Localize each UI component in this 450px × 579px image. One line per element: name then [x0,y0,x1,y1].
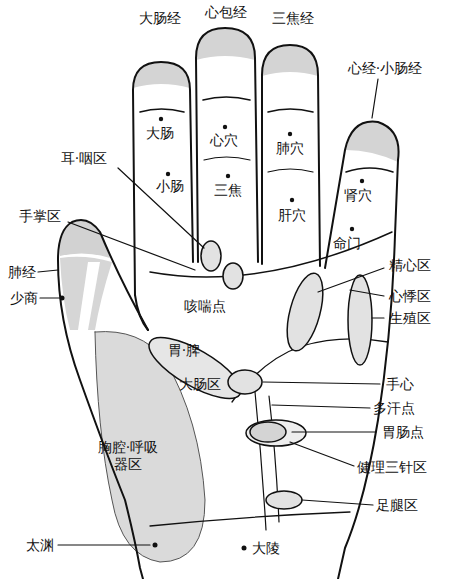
zone-label: 手掌区 [19,208,61,225]
zone-label: 精心区 [389,257,431,274]
meridian-label: 大肠经 [139,10,181,27]
meridian-label: 心包经 [205,4,247,21]
zone-label: 健理三针区 [357,459,427,476]
point-label: 肺穴 [276,140,304,157]
zone-label: 胸腔·呼吸器区 [96,439,160,473]
point-label: 肾穴 [344,187,372,204]
zone-label: 心悸区 [389,288,431,305]
point-label: 手心 [386,376,414,393]
point-label: 咳喘点 [184,298,226,315]
meridian-label: 心经·小肠经 [348,60,422,77]
point-label: 肝穴 [278,207,306,224]
point-label: 少商 [10,290,38,307]
zone-label: 足腿区 [376,497,418,514]
point-label: 三焦 [214,182,242,199]
point-label: 大肠 [146,125,174,142]
point-label: 大陵 [252,540,280,557]
zone-label: 大肠区 [179,376,221,393]
meridian-label: 三焦经 [272,10,314,27]
point-label: 胃肠点 [382,424,424,441]
point-label: 小肠 [156,178,184,195]
zone-label: 胃·脾 [168,342,200,359]
point-label: 太渊 [26,537,54,554]
meridian-label: 肺经 [8,264,36,281]
point-label: 命门 [333,235,361,252]
zone-label: 生殖区 [389,310,431,327]
point-label: 多汗点 [373,400,415,417]
point-label: 心穴 [210,132,238,149]
zone-label: 耳·咽区 [61,150,107,167]
